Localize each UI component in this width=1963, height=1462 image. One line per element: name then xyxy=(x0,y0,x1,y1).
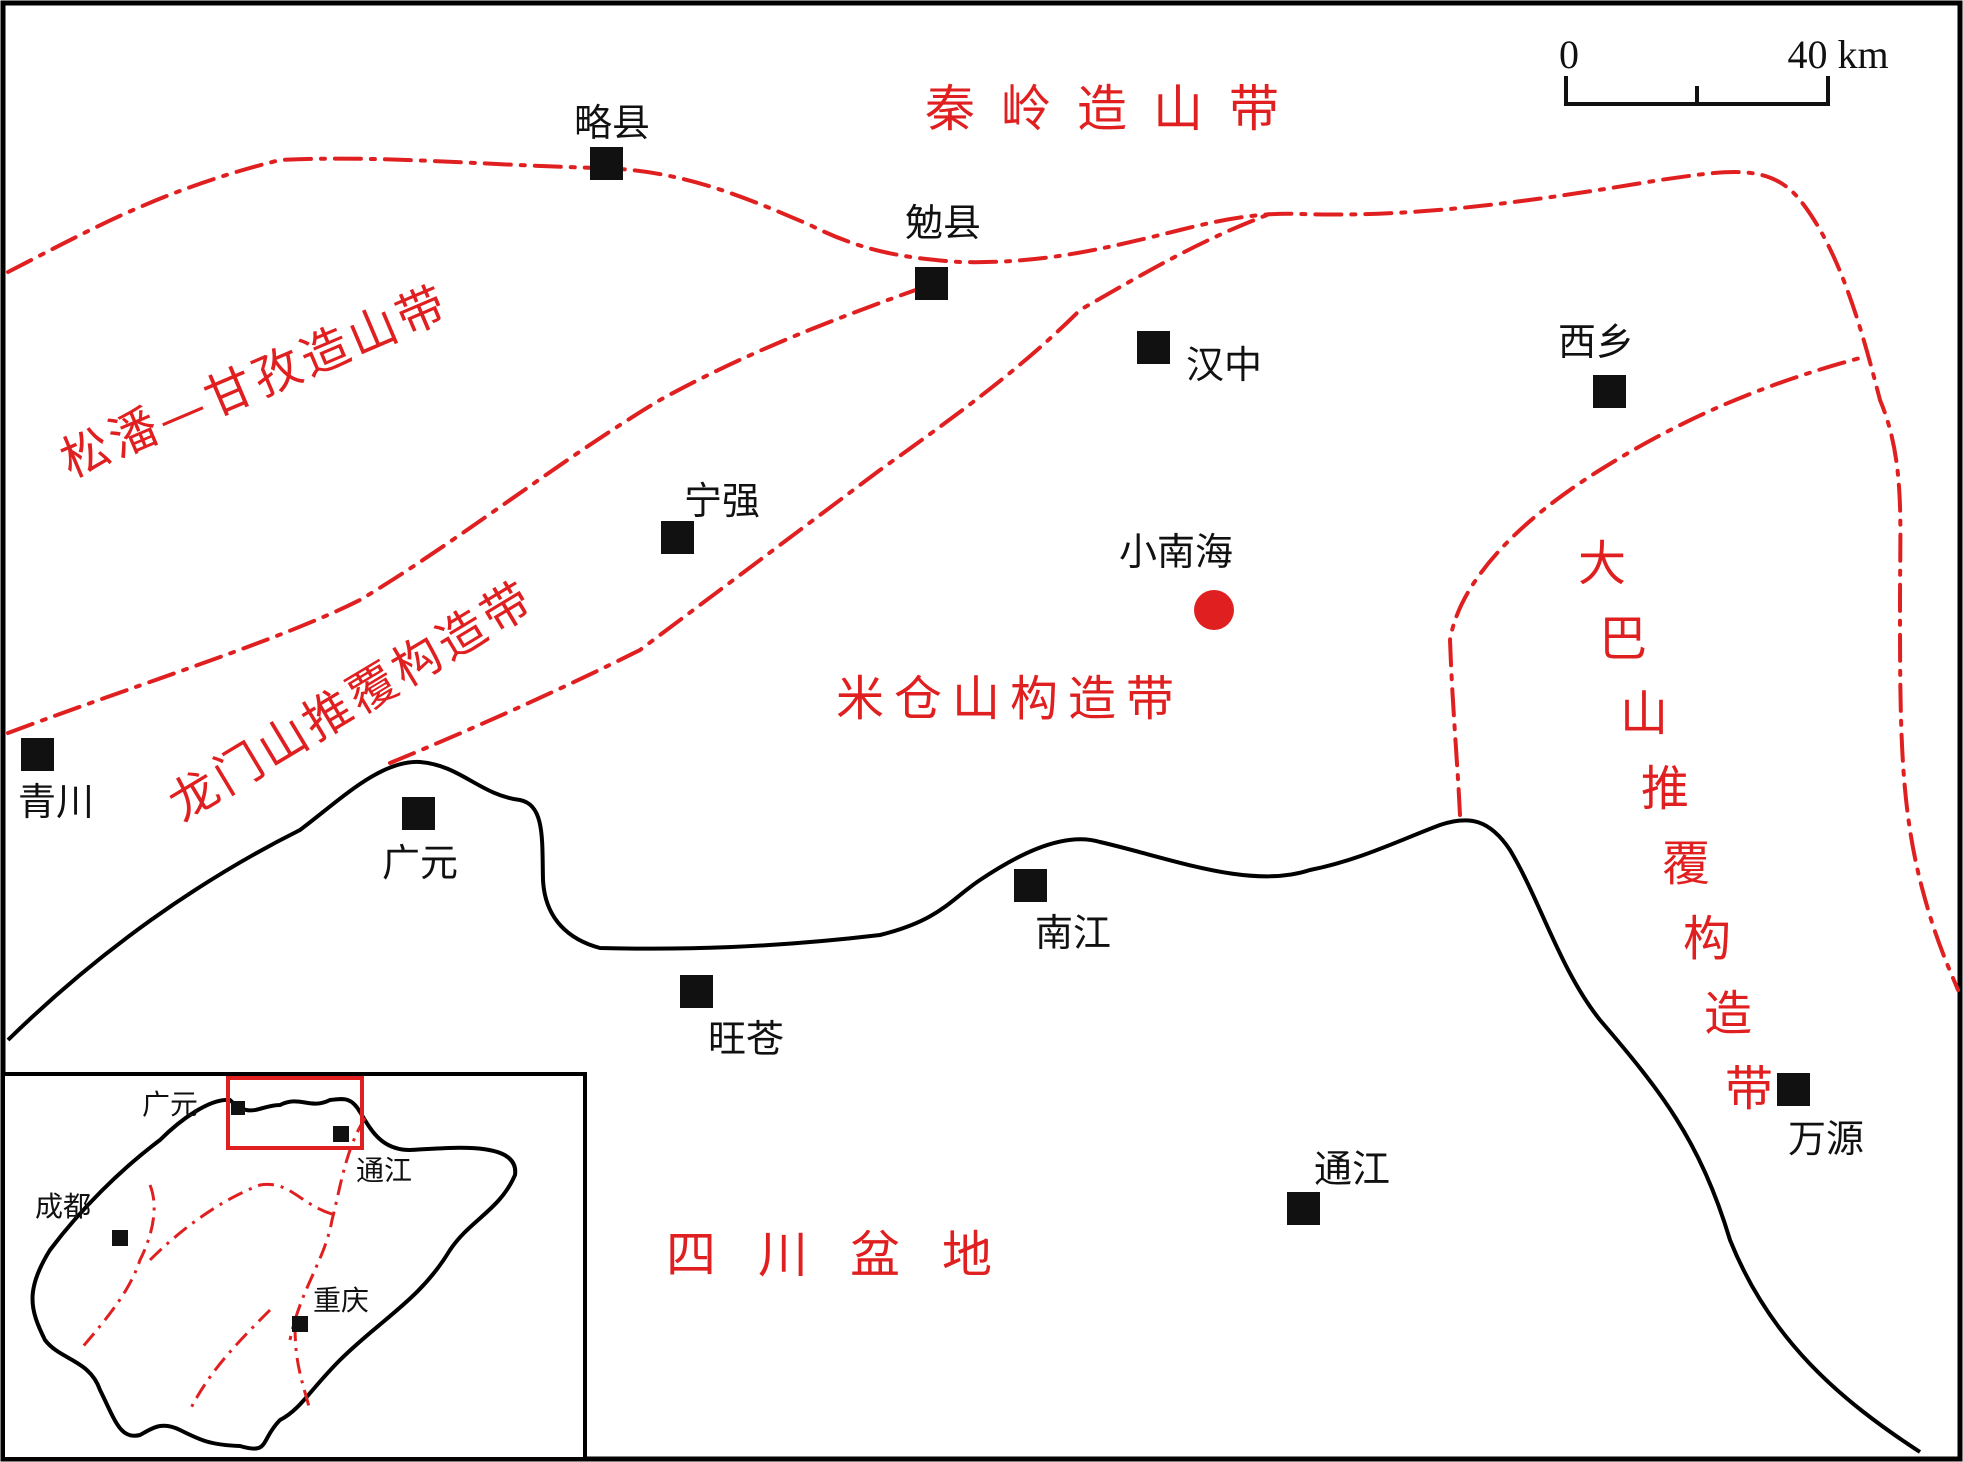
city-label-tongjiang: 通江 xyxy=(1314,1147,1390,1191)
city-marker-tongjiang xyxy=(1287,1192,1320,1225)
city-marker-xixiang xyxy=(1593,375,1626,408)
inset-label-guangyuan: 广元 xyxy=(142,1088,198,1121)
city-marker-hanzhong xyxy=(1137,331,1170,364)
region-label-daba-char: 带 xyxy=(1725,1061,1773,1117)
city-label-nanjiang: 南江 xyxy=(1035,911,1111,955)
city-label-wanyuan: 万源 xyxy=(1788,1117,1864,1161)
inset-label-tongjiang: 通江 xyxy=(356,1154,412,1187)
boundary-songpan-longmen xyxy=(6,281,937,735)
city-marker-guangyuan xyxy=(402,797,435,830)
site-marker-xiaonanhai xyxy=(1194,590,1234,630)
region-label-sichuan: 四川盆地 xyxy=(666,1226,1034,1284)
city-label-wangcang: 旺苍 xyxy=(708,1017,784,1061)
city-label-xixiang: 西乡 xyxy=(1558,320,1634,364)
boundary-micang-daba xyxy=(1447,356,1862,817)
region-label-daba-char: 巴 xyxy=(1599,611,1647,667)
inset-boundary-west xyxy=(78,1184,156,1351)
region-label-daba-char: 覆 xyxy=(1662,836,1710,892)
inset-city-marker-chongqing xyxy=(292,1316,308,1332)
inset-map: 广元 通江 成都 重庆 xyxy=(1,1072,587,1461)
region-label-qinling: 秦岭造山带 xyxy=(925,80,1305,138)
region-label-daba-char: 山 xyxy=(1620,686,1668,742)
inset-boundary-east xyxy=(288,1117,367,1341)
inset-label-chengdu: 成都 xyxy=(35,1190,91,1223)
sichuan-basin-margin xyxy=(6,759,1922,1454)
scale-bar: 0 40 km xyxy=(1559,32,1889,106)
city-label-lue: 略县 xyxy=(574,101,650,145)
city-marker-qingchuan xyxy=(21,738,54,771)
site-label-xiaonanhai: 小南海 xyxy=(1119,530,1233,574)
region-label-daba-char: 构 xyxy=(1683,911,1731,967)
region-label-daba-char: 造 xyxy=(1704,986,1752,1042)
inset-city-marker-guangyuan xyxy=(231,1101,245,1115)
region-label-daba-char: 推 xyxy=(1641,761,1689,817)
city-marker-nanjiang xyxy=(1014,869,1047,902)
region-label-daba-char: 大 xyxy=(1578,536,1626,592)
city-label-ningqiang: 宁强 xyxy=(684,479,760,523)
city-label-guangyuan: 广元 xyxy=(382,841,458,885)
inset-study-area-box xyxy=(226,1076,364,1150)
city-marker-wangcang xyxy=(680,975,713,1008)
boundary-longmen-micang xyxy=(388,210,1277,765)
inset-frame xyxy=(1,1072,587,1461)
city-label-mian: 勉县 xyxy=(905,201,981,245)
city-label-qingchuan: 青川 xyxy=(18,780,94,824)
inset-boundary-southeast xyxy=(293,1324,312,1411)
inset-boundary-south xyxy=(188,1308,272,1411)
scale-start-label: 0 xyxy=(1559,32,1579,77)
boundary-qinling-south xyxy=(6,156,1960,992)
inset-city-marker-tongjiang xyxy=(333,1126,349,1142)
city-marker-ningqiang xyxy=(661,521,694,554)
city-marker-mian xyxy=(915,267,948,300)
inset-boundary-center xyxy=(148,1182,336,1262)
region-label-micang: 米仓山构造带 xyxy=(836,671,1184,727)
scale-end-label: 40 km xyxy=(1787,32,1888,77)
city-label-hanzhong: 汉中 xyxy=(1186,343,1262,387)
city-marker-wanyuan xyxy=(1777,1073,1810,1106)
city-marker-lue xyxy=(590,147,623,180)
region-label-songpan: 松潘—甘孜造山带 xyxy=(53,275,458,489)
inset-label-chongqing: 重庆 xyxy=(313,1284,369,1317)
region-label-longmen: 龙门山推覆构造带 xyxy=(159,570,544,832)
inset-city-marker-chengdu xyxy=(112,1230,128,1246)
